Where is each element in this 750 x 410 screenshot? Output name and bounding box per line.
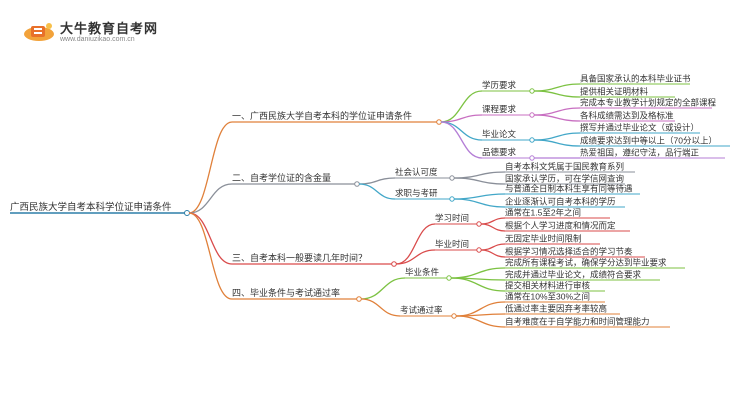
site-name: 大牛教育自考网 (60, 21, 159, 36)
leaf-label: 无固定毕业时间限制 (505, 234, 582, 244)
branch-connector (188, 121, 233, 214)
leaf-label: 各科成绩需达到及格标准 (580, 111, 674, 121)
sub-branch-connector (358, 177, 396, 185)
leaf-connector (533, 132, 581, 141)
leaf-connector (453, 177, 506, 185)
sub-branch-label: 毕业论文 (482, 129, 517, 139)
leaf-label: 企业逐渐认可自考本科的学历 (505, 197, 616, 207)
branch-label: 三、自考本科一般要读几年时间？ (232, 252, 367, 263)
leaf-connector (533, 139, 581, 147)
sub-branch-label: 品德要求 (482, 147, 517, 157)
sub-branch-node-dot (449, 175, 455, 181)
sub-branch-node-dot (451, 313, 457, 319)
leaf-label: 自考本科文凭属于国民教育系列 (505, 162, 624, 172)
branch-connector (188, 212, 233, 300)
leaf-connector (533, 83, 581, 92)
leaf-connector (453, 198, 506, 208)
leaf-connector (533, 107, 581, 116)
leaf-label: 提供相关证明材料 (580, 87, 649, 97)
leaf-label: 根据学习情况选择适合的学习节奏 (505, 247, 633, 257)
sub-branch-connector (360, 298, 401, 317)
sub-branch-node-dot (476, 221, 482, 227)
sub-branch-connector (395, 223, 436, 265)
leaf-label: 撰写并通过毕业论文（或设计） (580, 123, 699, 133)
leaf-label: 完成并通过毕业论文，成绩符合要求 (505, 270, 642, 280)
leaf-connector (455, 315, 506, 328)
sub-branch-node-dot (446, 275, 452, 281)
leaf-connector (480, 249, 506, 258)
site-url: www.daniuzikao.com.cn (60, 36, 135, 43)
leaf-connector (533, 90, 581, 98)
branch-node-dot (356, 296, 362, 302)
root-node-dot (184, 210, 190, 216)
leaf-connector (450, 267, 506, 279)
sub-branch-node-dot (529, 137, 535, 143)
sub-branch-node-dot (476, 247, 482, 253)
branch-node-dot (391, 261, 397, 267)
sub-branch-label: 求职与考研 (395, 188, 438, 198)
leaf-label: 完成所有课程考试，确保学分达到毕业要求 (505, 258, 667, 268)
branch-connector (188, 212, 233, 265)
leaf-connector (533, 114, 581, 122)
root-topic: 广西民族大学自考本科学位证申请条件 (10, 201, 172, 213)
branch-connector (188, 183, 233, 214)
site-logo (22, 20, 56, 42)
leaf-label: 自考难度在于自学能力和时间管理能力 (505, 317, 650, 327)
leaf-label: 提交相关材料进行审核 (505, 281, 591, 291)
sub-branch-node-dot (529, 112, 535, 118)
leaf-connector (480, 217, 506, 225)
sub-branch-node-dot (449, 196, 455, 202)
leaf-label: 成绩要求达到中等以上（70分以上） (580, 136, 717, 146)
sub-branch-label: 学历要求 (482, 80, 517, 90)
branch-label: 二、自考学位证的含金量 (232, 172, 331, 183)
leaf-connector (480, 223, 506, 232)
sub-branch-connector (358, 183, 396, 200)
sub-branch-label: 社会认可度 (395, 167, 438, 177)
sub-branch-label: 毕业时间 (435, 239, 469, 249)
sub-branch-connector (360, 277, 406, 300)
sub-branch-connector (440, 121, 483, 141)
leaf-connector (450, 277, 506, 292)
leaf-connector (453, 171, 506, 179)
leaf-label: 低通过率主要因弃考率较高 (505, 304, 607, 314)
sub-branch-node-dot (529, 88, 535, 94)
sub-branch-connector (440, 121, 483, 159)
sub-branch-label: 毕业条件 (405, 267, 440, 277)
branch-node-dot (354, 181, 360, 187)
leaf-label: 国家承认学历，可在学信网查询 (505, 174, 624, 184)
branch-node-dot (436, 119, 442, 125)
sub-branch-label: 学习时间 (435, 213, 469, 223)
leaf-connector (480, 243, 506, 251)
leaf-label: 通常在1.5至2年之间 (505, 208, 581, 218)
leaf-label: 与普通全日制本科生享有同等待遇 (505, 184, 633, 194)
leaf-label: 根据个人学习进度和情况而定 (505, 221, 616, 231)
branch-label: 一、广西民族大学自考本科的学位证申请条件 (232, 110, 412, 121)
sub-branch-label: 考试通过率 (400, 305, 443, 315)
sub-branch-connector (395, 249, 436, 265)
leaf-connector (453, 193, 506, 200)
sub-branch-connector (440, 90, 483, 123)
sub-branch-node-dot (529, 155, 535, 161)
leaf-label: 通常在10%至30%之间 (505, 292, 590, 302)
branch-label: 四、毕业条件与考试通过率 (232, 287, 340, 298)
leaf-label: 完成本专业教学计划规定的全部课程 (580, 98, 717, 108)
leaf-label: 热爱祖国，遵纪守法，品行端正 (580, 148, 700, 158)
leaf-label: 具备国家承认的本科毕业证书 (580, 74, 691, 84)
sub-branch-label: 课程要求 (482, 104, 517, 114)
